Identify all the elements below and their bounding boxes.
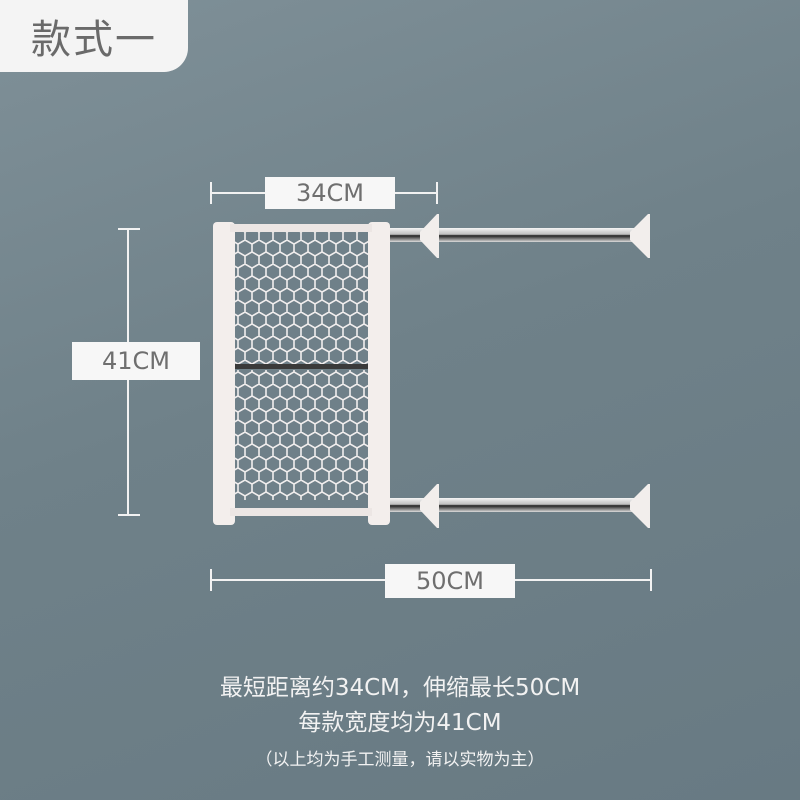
min-length-tick-left <box>210 182 212 204</box>
height-tick-top <box>118 228 140 230</box>
min-length-tick-right <box>436 182 438 204</box>
description-line-1: 最短距离约34CM，伸缩最长50CM <box>219 675 581 701</box>
height-tick-bottom <box>118 514 140 516</box>
max-length-tick-right <box>650 569 652 591</box>
height-label: 41CM <box>72 342 200 380</box>
style-title: 款式一 <box>31 17 157 63</box>
max-length-label: 50CM <box>385 564 515 598</box>
shelf-frame <box>213 222 390 525</box>
telescopic-rod-top <box>390 214 650 258</box>
telescopic-rod-bottom <box>390 484 650 528</box>
style-title-badge: 款式一 <box>0 0 188 72</box>
max-length-tick-left <box>210 569 212 591</box>
min-length-label: 34CM <box>265 177 395 209</box>
measurement-note: （以上均为手工测量，请以实物为主） <box>255 750 545 770</box>
description-line-2: 每款宽度均为41CM <box>298 710 502 736</box>
